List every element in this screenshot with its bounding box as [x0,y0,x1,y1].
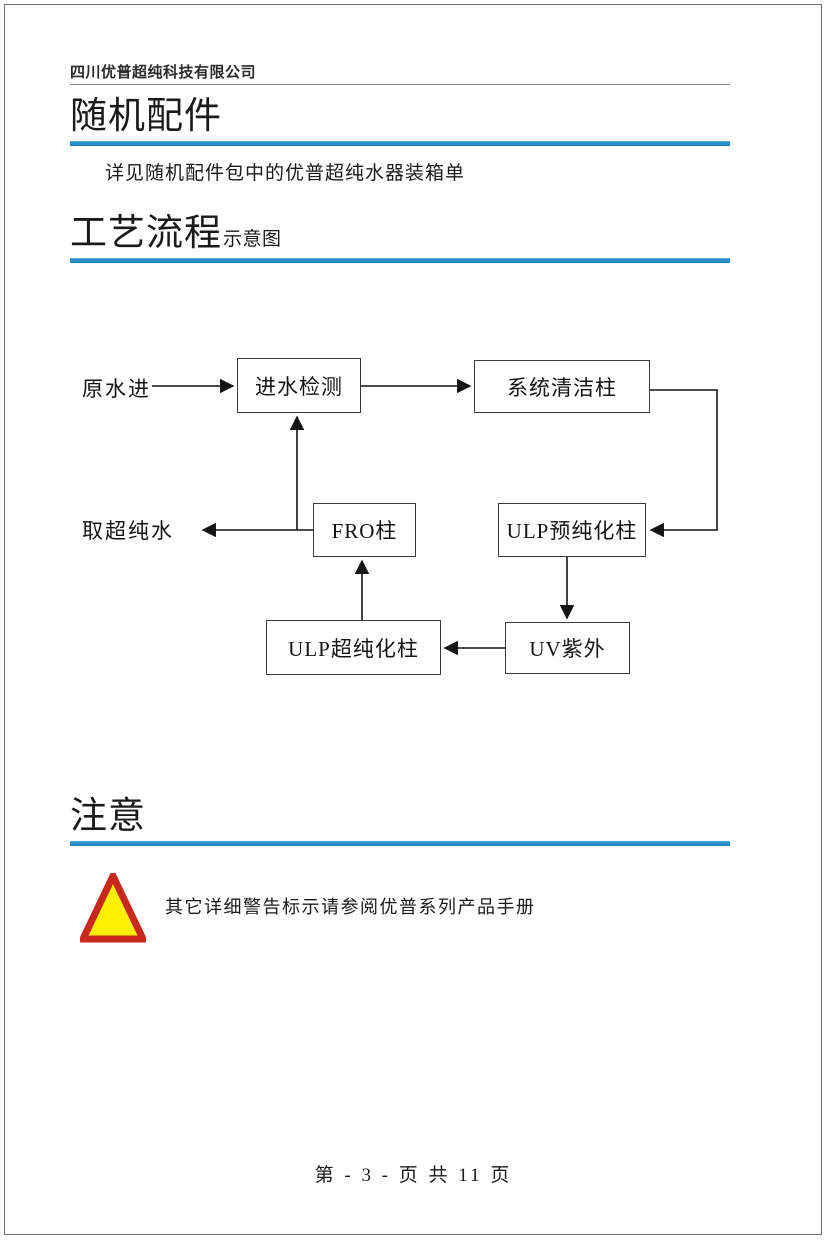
document-header: 四川优普超纯科技有限公司 [70,62,730,85]
page-footer: 第 - 3 - 页 共 11 页 [314,1165,513,1186]
heading-row: 随机配件 [70,98,730,135]
accessories-note-text: 详见随机配件包中的优普超纯水器装箱单 [105,163,466,184]
attention-note-text: 其它详细警告标示请参阅优普系列产品手册 [165,897,536,918]
section-accent-rule [70,258,730,263]
company-name: 四川优普超纯科技有限公司 [70,63,257,81]
section-subtitle: 示意图 [223,229,282,250]
section-accent-rule [70,141,730,146]
section-heading-attention: 注意 [70,798,730,846]
header-rule [70,84,730,85]
section-title: 注意 [70,796,146,837]
heading-row: 注意 [70,798,730,835]
section-heading-process: 工艺流程 示意图 [70,215,730,263]
section-title: 随机配件 [70,96,222,137]
section-accent-rule [70,841,730,846]
heading-row: 工艺流程 示意图 [70,215,730,252]
warning-triangle-icon [80,873,146,943]
section-heading-accessories: 随机配件 [70,98,730,146]
section-title: 工艺流程 [70,213,222,254]
